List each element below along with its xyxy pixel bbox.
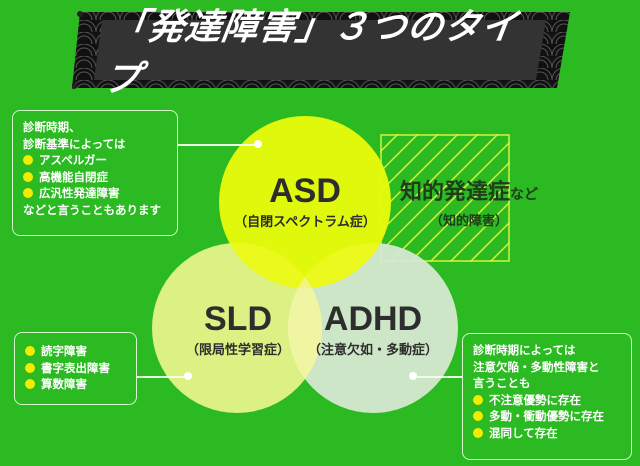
bullet-icon xyxy=(25,346,35,357)
bullet-text: 不注意優勢に存在 xyxy=(489,392,581,407)
list-item: 多動・衝動優勢に存在 xyxy=(473,408,621,425)
bullet-text: アスペルガー xyxy=(39,153,107,167)
intellectual-disability-hatch-box xyxy=(380,134,510,262)
bullet-text: 書字表出障害 xyxy=(41,360,110,375)
bullet-icon xyxy=(473,394,483,405)
list-item: 混同して存在 xyxy=(473,425,621,442)
sld-connector-pin xyxy=(184,372,192,380)
bullet-icon xyxy=(23,171,33,182)
sld-connector-line xyxy=(137,376,187,378)
adhd-full-name: （注意欠如・多動症） xyxy=(307,343,438,358)
intellectual-sub: （知的障害） xyxy=(430,214,509,229)
adhd-intro-line: 言うことも xyxy=(473,376,531,390)
bullet-icon xyxy=(23,155,33,166)
adhd-info-box: 診断時期によっては 注意欠陥・多動性障害と 言うことも 不注意優勢に存在 多動・… xyxy=(462,333,632,460)
asd-intro-line: 診断基準によっては xyxy=(23,136,126,151)
list-item: 書字表出障害 xyxy=(25,360,126,377)
page-title: 「発達障害」３つのタイプ xyxy=(100,7,522,100)
title-banner: 「発達障害」３つのタイプ xyxy=(72,7,572,100)
adhd-intro-line: 注意欠陥・多動性障害と xyxy=(473,359,600,374)
intellectual-suffix: など xyxy=(510,187,539,203)
asd-outro-line: などと言うこともあります xyxy=(23,202,161,217)
sld-label: SLD （限局性学習症） xyxy=(158,300,318,360)
adhd-abbr: ADHD xyxy=(323,300,423,338)
asd-connector-line xyxy=(178,144,258,146)
list-item: 広汎性発達障害 xyxy=(23,185,167,202)
bullet-text: 広汎性発達障害 xyxy=(39,186,120,200)
intellectual-main: 知的発達症 xyxy=(400,180,511,205)
adhd-intro-line: 診断時期によっては xyxy=(473,343,576,357)
bullet-icon xyxy=(25,379,35,390)
sld-abbr: SLD xyxy=(204,300,272,338)
bullet-text: 高機能自閉症 xyxy=(39,169,108,184)
adhd-connector-pin xyxy=(409,372,417,380)
sld-full-name: （限局性学習症） xyxy=(185,343,290,358)
asd-label: ASD （自閉スペクトラム症） xyxy=(225,172,385,232)
asd-full-name: （自閉スペクトラム症） xyxy=(234,215,376,230)
bullet-icon xyxy=(473,411,483,422)
bullet-icon xyxy=(473,427,483,438)
asd-connector-pin xyxy=(254,140,262,148)
bullet-text: 混同して存在 xyxy=(489,425,558,440)
bullet-text: 算数障害 xyxy=(41,377,87,391)
bullet-text: 読字障害 xyxy=(41,344,87,358)
adhd-label: ADHD （注意欠如・多動症） xyxy=(293,300,453,360)
asd-abbr: ASD xyxy=(269,172,341,210)
sld-info-box: 読字障害 書字表出障害 算数障害 xyxy=(14,332,137,405)
asd-intro-line: 診断時期、 xyxy=(23,120,81,134)
list-item: 高機能自閉症 xyxy=(23,169,167,186)
intellectual-disability-label: 知的発達症など （知的障害） xyxy=(400,174,538,229)
bullet-text: 多動・衝動優勢に存在 xyxy=(489,409,604,423)
banner-scroll-icon xyxy=(72,11,570,89)
asd-info-box: 診断時期、 診断基準によっては アスペルガー 高機能自閉症 広汎性発達障害 など… xyxy=(12,110,178,236)
list-item: アスペルガー xyxy=(23,152,167,169)
bullet-icon xyxy=(25,362,35,373)
adhd-connector-line xyxy=(414,376,462,378)
list-item: 読字障害 xyxy=(25,343,126,360)
bullet-icon xyxy=(23,188,33,199)
list-item: 不注意優勢に存在 xyxy=(473,392,621,409)
list-item: 算数障害 xyxy=(25,376,126,393)
